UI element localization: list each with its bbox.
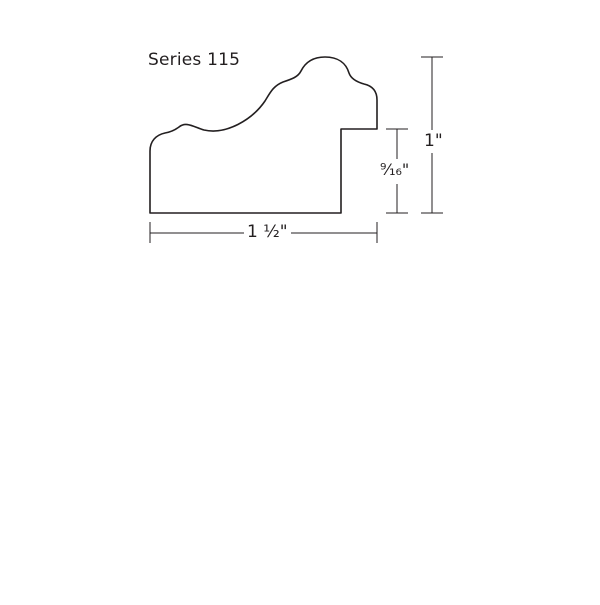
height-dimension <box>421 56 443 214</box>
moulding-profile-outline <box>149 56 378 214</box>
rabbet-dimension-label: ⁹⁄₁₆" <box>380 160 410 179</box>
width-dimension-label: 1 ½" <box>244 224 291 241</box>
rabbet-dimension <box>386 128 408 214</box>
height-dimension-label: 1" <box>424 131 443 151</box>
series-title: Series 115 <box>148 50 241 70</box>
